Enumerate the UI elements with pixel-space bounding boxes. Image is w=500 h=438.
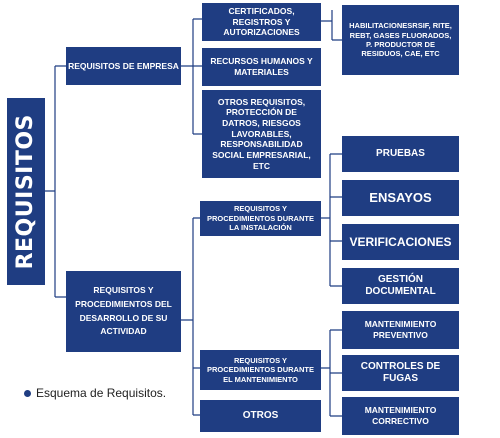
caption-text: Esquema de Requisitos.: [36, 386, 167, 400]
node-ensayos: ENSAYOS: [342, 180, 459, 216]
node-mantenimiento: REQUISITOS Y PROCEDIMIENTOS DURANTE EL M…: [200, 350, 321, 390]
bullet-icon: [24, 389, 31, 397]
node-habilitaciones: HABILITACIONESRSIF, RITE, REBT, GASES FL…: [342, 5, 459, 75]
node-controles-fugas: CONTROLES DE FUGAS: [342, 355, 459, 391]
figure-caption: Esquema de Requisitos.: [24, 386, 166, 400]
root-label: REQUISITOS: [13, 113, 39, 270]
node-recursos: RECURSOS HUMANOS Y MATERIALES: [202, 48, 321, 86]
node-otros: OTROS: [200, 400, 321, 432]
node-desarrollo: REQUISITOS Y PROCEDIMIENTOS DEL DESARROL…: [66, 271, 181, 352]
root-requisitos: REQUISITOS: [7, 98, 45, 285]
node-requisitos-empresa: REQUISITOS DE EMPRESA: [66, 47, 181, 85]
node-verificaciones: VERIFICACIONES: [342, 224, 459, 260]
node-mantenimiento-preventivo: MANTENIMIENTO PREVENTIVO: [342, 311, 459, 349]
node-gestion-documental: GESTIÓN DOCUMENTAL: [342, 268, 459, 304]
node-mantenimiento-correctivo: MANTENIMIENTO CORRECTIVO: [342, 397, 459, 435]
node-otros-requisitos: OTROS REQUISITOS, PROTECCIÓN DE DATROS, …: [202, 90, 321, 178]
node-pruebas: PRUEBAS: [342, 136, 459, 172]
node-instalacion: REQUISITOS Y PROCEDIMIENTOS DURANTE LA I…: [200, 201, 321, 236]
node-certificados: CERTIFICADOS, REGISTROS Y AUTORIZACIONES: [202, 3, 321, 41]
